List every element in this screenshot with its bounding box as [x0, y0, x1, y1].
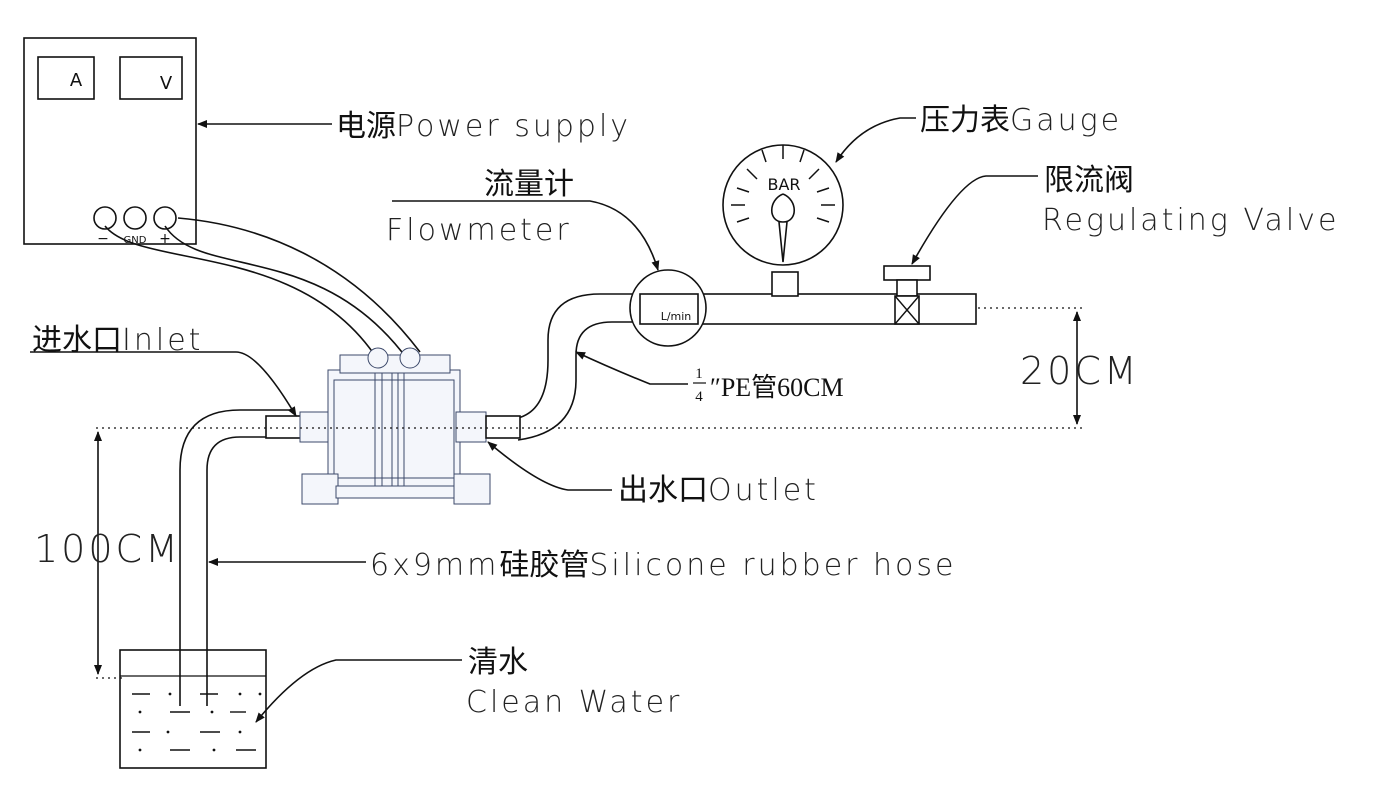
regulating-valve: [883, 265, 931, 325]
terminal-minus: [93, 206, 117, 230]
dimension-100cm: 100CM: [34, 527, 181, 571]
power-cables: [104, 217, 421, 361]
flowmeter-label-cn: 流量计: [484, 167, 574, 202]
outlet-label: 出水口Outlet: [618, 473, 819, 508]
ammeter-label: A: [70, 70, 83, 91]
voltmeter: [119, 56, 183, 100]
flowmeter: L/min: [629, 269, 707, 347]
water-tank: [119, 649, 267, 769]
pe-tube-arrow: [575, 351, 688, 385]
water-arrow: [255, 659, 462, 723]
flowmeter-label-en: Flowmeter: [386, 213, 572, 248]
voltmeter-label: V: [160, 73, 173, 94]
hose-label: 6x9mm硅胶管Silicone rubber hose: [370, 548, 957, 583]
gauge-arrow: [835, 117, 916, 163]
valve-label-cn: 限流阀: [1044, 163, 1134, 198]
pe-fraction-num: 1: [695, 366, 703, 382]
suction-hose: [179, 409, 295, 706]
gauge-face-text: BAR: [767, 175, 800, 194]
outlet-fitting: [485, 415, 521, 439]
terminal-plus-label: +: [159, 231, 171, 247]
pe-tube-text: ″PE管60CM: [710, 373, 844, 402]
valve-arrow: [911, 175, 1038, 265]
pe-tube: [517, 293, 636, 441]
water-label-en: Clean Water: [466, 685, 682, 720]
terminal-plus: [153, 206, 177, 230]
power-supply: A V − GND +: [23, 37, 197, 247]
dimension-20cm: 20CM: [1020, 349, 1140, 393]
pe-fraction-den: 4: [695, 389, 703, 405]
pressure-gauge: BAR: [722, 144, 844, 266]
flowmeter-arrow: [392, 200, 660, 271]
ammeter: [37, 56, 95, 100]
water-label-cn: 清水: [468, 645, 528, 680]
terminal-gnd-label: GND: [124, 235, 147, 246]
outlet-arrow: [487, 441, 612, 491]
flowmeter-display: L/min: [661, 310, 692, 323]
dimension-lines: [94, 307, 1084, 679]
valve-label-en: Regulating Valve: [1042, 203, 1339, 238]
terminal-gnd: [123, 206, 147, 230]
terminal-minus-label: −: [97, 231, 109, 247]
diaphragm-pump: [265, 347, 521, 505]
outlet-pipe: [699, 271, 977, 325]
inlet-label: 进水口Inlet: [32, 323, 203, 358]
power-supply-label: 电源Power supply: [336, 109, 631, 144]
inlet-fitting: [265, 415, 303, 439]
pe-tube-label: 1 4 ″PE管60CM: [693, 366, 844, 405]
inlet-arrow: [30, 351, 297, 417]
gauge-label: 压力表Gauge: [920, 103, 1122, 138]
gauge-stem: [771, 271, 799, 297]
